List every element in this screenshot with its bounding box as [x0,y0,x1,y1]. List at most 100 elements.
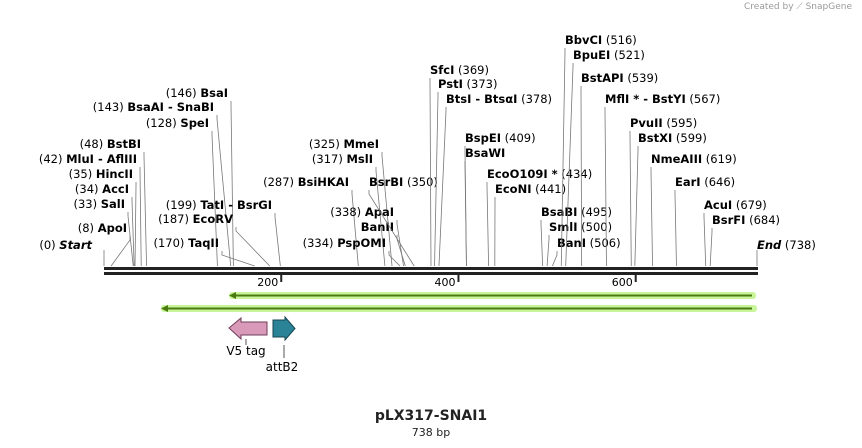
site-position: (646) [701,175,736,189]
site-leader-line [143,152,147,267]
restriction-site[interactable]: (33) SalI [73,197,134,267]
restriction-site[interactable]: (317) MslI [312,152,386,267]
restriction-site[interactable]: (146) BsaI [166,86,234,267]
restriction-site[interactable]: (338) ApaI [330,205,404,267]
site-label: (8) ApoI [78,221,127,235]
site-label: BsrFI (684) [712,213,780,227]
site-enzyme-name: NmeAIII [651,152,702,166]
restriction-site[interactable]: BsrFI (684) [709,213,780,267]
site-leader-line [375,167,386,267]
restriction-site[interactable]: BtsI - BtsαI (378) [438,92,552,267]
site-label: BstXI (599) [638,131,707,145]
site-position: (8) [78,221,98,235]
site-enzyme-name: BstBI [107,137,141,151]
site-label: EarI (646) [675,175,735,189]
plasmid-name: pLX317-SNAI1 [374,408,488,424]
restriction-site[interactable]: EarI (646) [674,175,735,267]
restriction-site[interactable]: (35) HincII [69,167,137,267]
restriction-site[interactable]: EcoO109I * (434) [486,167,592,267]
site-enzyme-name: BstXI [638,131,672,145]
site-position: (373) [463,77,498,91]
restriction-site[interactable]: BspEI (409) [464,131,536,267]
site-leader-line [709,228,713,267]
restriction-site[interactable]: BstXI (599) [634,131,707,267]
orf-arrow[interactable] [229,292,756,299]
site-position: (369) [454,63,489,77]
restriction-site[interactable]: BbvCI (516) [560,33,637,267]
restriction-site[interactable]: EcoNI (441) [494,182,566,267]
restriction-site[interactable]: (143) BsaAI - SnaBI [93,100,232,267]
restriction-site[interactable]: (334) PspOMI [303,236,401,267]
site-label: BtsI - BtsαI (378) [446,92,552,106]
feature-attb2[interactable]: attB2 [266,315,299,374]
restriction-site[interactable]: (325) MmeI [309,137,393,267]
restriction-site[interactable]: NmeAIII (619) [650,152,737,267]
restriction-site[interactable]: PstI (373) [434,77,498,267]
restriction-site[interactable]: (199) TatI - BsrGI [166,198,281,267]
site-position: (495) [577,205,612,219]
feature-v5-tag[interactable]: V5 tag [226,316,268,358]
restriction-site[interactable]: AcuI (679) [703,198,767,267]
site-position: (199) [166,198,201,212]
credit-brand: SnapGene [805,2,852,12]
site-enzyme-name: BsaAI - SnaBI [127,100,214,114]
marker-label: End (738) [757,238,816,252]
site-label: BspEI (409) [465,131,536,145]
site-position: (33) [73,197,100,211]
site-label: (325) MmeI [309,137,379,151]
restriction-site[interactable]: BsaBI (495) [540,205,612,267]
restriction-site[interactable]: (8) ApoI [78,221,131,267]
site-position: (521) [610,48,645,62]
site-enzyme-name: EarI [675,175,701,189]
restriction-sites: (8) ApoI(33) SalI(34) AccI(35) HincII(42… [39,33,816,267]
site-position: (42) [39,152,66,166]
restriction-site[interactable]: (42) MluI - AflIII [39,152,142,267]
site-enzyme-name: BtsI - BtsαI [446,92,517,106]
orf-arrow[interactable] [161,305,757,312]
site-leader-line [434,92,439,267]
site-position: (441) [531,182,566,196]
site-enzyme-name: SpeI [180,116,209,130]
restriction-site[interactable]: BsrBI (350) [368,175,438,267]
snapgene-logo-icon: ⟋ [796,2,803,12]
restriction-site[interactable]: (34) AccI [75,182,135,267]
site-enzyme-name: PvuII [630,116,663,130]
site-enzyme-name: AccI [102,182,129,196]
site-label: (170) TaqII [153,236,219,250]
site-label: (42) MluI - AflIII [39,152,137,166]
restriction-site[interactable]: (128) SpeI [146,116,218,267]
site-label: NmeAIII (619) [651,152,737,166]
marker-name: Start [59,238,92,252]
restriction-site[interactable]: BsaWI [464,146,505,267]
marker-position: (0) [39,238,59,252]
site-label: (48) BstBI [80,137,141,151]
site-label: EcoO109I * (434) [487,167,592,181]
restriction-site[interactable]: SfcI (369) [429,63,489,267]
site-leader-line [540,220,544,267]
marker-position: (738) [781,238,816,252]
site-enzyme-name: BsaI [200,86,228,100]
restriction-site[interactable]: BpuEI (521) [565,48,645,267]
restriction-site[interactable]: SmlI (500) [546,220,612,267]
site-enzyme-name: MluI - AflIII [66,152,137,166]
site-leader-line [221,251,255,267]
plasmid-length: 738 bp [411,426,451,439]
site-position: (187) [158,212,193,226]
site-leader-line [552,251,558,267]
site-label: PvuII (595) [630,116,697,130]
restriction-site[interactable]: BstAPI (539) [580,71,658,267]
site-label: BstAPI (539) [581,71,658,85]
orf-arrows [161,292,757,312]
site-enzyme-name: AcuI [704,198,732,212]
site-position: (595) [663,116,698,130]
restriction-site[interactable]: (287) BsiHKAI [263,175,359,267]
restriction-site[interactable]: BanI (506) [552,236,621,267]
site-enzyme-name: MmeI [343,137,379,151]
site-position: (317) [312,152,347,166]
restriction-site[interactable]: (170) TaqII [153,236,255,267]
restriction-site[interactable]: (187) EcoRV [158,212,271,267]
axis-tick-label: 600 [612,276,633,289]
restriction-site[interactable]: PvuII (595) [629,116,697,267]
restriction-site[interactable]: MflI * - BstYI (567) [604,92,720,267]
restriction-site[interactable]: (48) BstBI [80,137,147,267]
